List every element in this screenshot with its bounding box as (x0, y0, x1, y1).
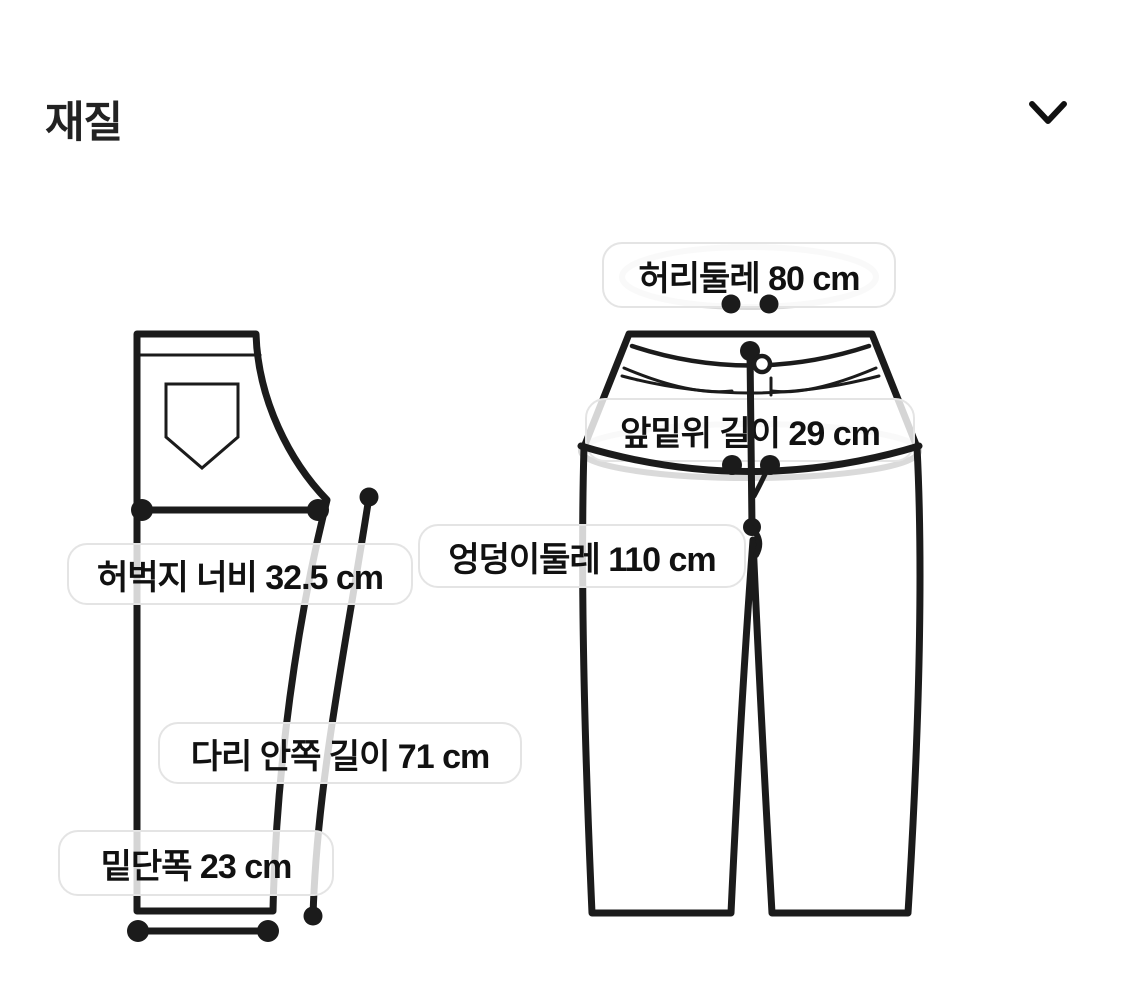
pants-side-view (133, 330, 373, 920)
section-title: 재질 (45, 99, 123, 147)
measurement-label-waist: 허리둘레 80 cm (602, 242, 896, 308)
measurement-text-front-rise: 앞밑위 길이 29 cm (620, 414, 881, 453)
front-view-pocket-right (770, 366, 878, 394)
measurement-text-waist: 허리둘레 80 cm (638, 259, 861, 298)
measurement-text-hip: 엉덩이둘레 110 cm (448, 540, 716, 579)
measurement-text-hem: 밑단폭 23 cm (100, 847, 293, 886)
measurement-text-thigh: 허벅지 너비 32.5 cm (96, 558, 384, 597)
chevron-down-icon (1029, 101, 1067, 124)
front-view-waistband-seam-top (629, 343, 872, 368)
section-collapse-button[interactable] (1021, 90, 1077, 142)
measurement-text-inseam: 다리 안쪽 길이 71 cm (190, 737, 490, 776)
measurement-label-thigh: 허벅지 너비 32.5 cm (67, 543, 413, 605)
measurement-label-hip: 엉덩이둘레 110 cm (418, 524, 746, 588)
measurement-label-front-rise: 앞밑위 길이 29 cm (585, 398, 915, 462)
front-view-waistband-seam-bottom (620, 374, 881, 395)
side-view-pocket (164, 382, 240, 470)
measurement-label-hem: 밑단폭 23 cm (58, 830, 334, 896)
front-view-pocket-left (622, 366, 734, 394)
size-guide-section-header: 재질 (0, 0, 1125, 160)
measurement-label-inseam: 다리 안쪽 길이 71 cm (158, 722, 522, 784)
